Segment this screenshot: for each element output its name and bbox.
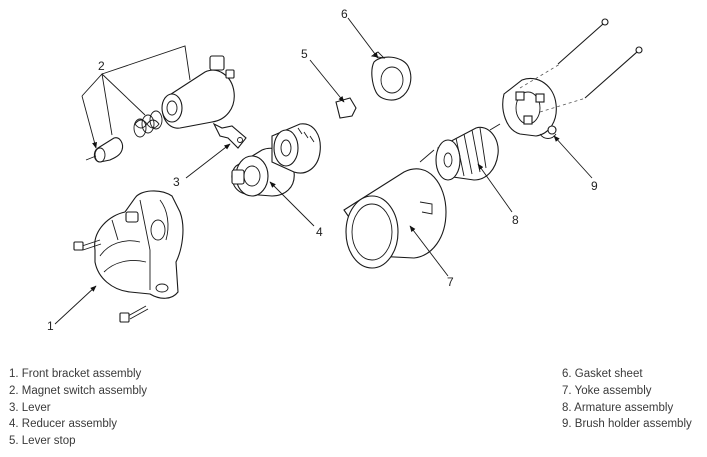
callout-6-arrow [347, 17, 379, 59]
callout-5-arrow [309, 59, 345, 103]
bolt-upper [73, 239, 102, 251]
callout-7-arrow [409, 225, 449, 277]
legend-item-3: 3. Lever [9, 401, 51, 414]
callout-2-lead-b [81, 73, 113, 136]
legend-item-8: 8. Armature assembly [562, 401, 674, 414]
callout-6: 6 [341, 7, 348, 21]
callout-9: 9 [591, 179, 598, 193]
callout-2-lead-c [101, 73, 146, 116]
callout-3: 3 [173, 175, 180, 189]
legend-left: 1. Front bracket assembly 2. Magnet swit… [9, 366, 147, 450]
callout-2: 2 [98, 59, 105, 73]
legend-item-9: 9. Brush holder assembly [562, 418, 692, 431]
legend-item-2: 2. Magnet switch assembly [9, 384, 148, 397]
legend-item-6: 6. Gasket sheet [562, 368, 643, 380]
callout-8-arrow [477, 163, 513, 213]
magnet-switch-assembly [161, 55, 235, 129]
plunger [85, 137, 124, 163]
yoke-assembly [343, 168, 447, 269]
callout-8: 8 [512, 213, 519, 227]
callout-1-arrow [54, 285, 97, 325]
callout-2-arrow [81, 95, 97, 149]
bolt-lower [119, 305, 149, 323]
callout-5: 5 [301, 47, 308, 61]
through-bolt-lower [584, 46, 643, 99]
brush-holder-assembly [502, 78, 557, 139]
armature-assembly [419, 123, 501, 181]
callout-4-arrow [269, 181, 315, 227]
callout-7: 7 [447, 275, 454, 289]
exploded-view-diagram: 1 2 3 4 5 6 7 8 9 [47, 7, 643, 333]
legend-item-1: 1. Front bracket assembly [9, 368, 142, 380]
lever [212, 122, 247, 149]
front-bracket-assembly [94, 190, 184, 299]
callout-1: 1 [47, 319, 54, 333]
through-bolt-upper [557, 18, 609, 65]
callout-4: 4 [316, 225, 323, 239]
bolt-alignment-lines [519, 63, 587, 113]
legend-item-5: 5. Lever stop [9, 435, 76, 448]
legend-item-7: 7. Yoke assembly [562, 384, 652, 397]
callout-3-arrow [185, 143, 231, 179]
legend-item-4: 4. Reducer assembly [9, 418, 118, 431]
callout-9-arrow [553, 135, 593, 179]
spring [133, 110, 163, 138]
reducer-assembly [231, 123, 321, 197]
legend-right: 6. Gasket sheet 7. Yoke assembly 8. Arma… [562, 366, 692, 433]
lever-stop [335, 97, 357, 119]
gasket-sheet [370, 51, 412, 101]
callout-2-lead-a [101, 45, 191, 81]
